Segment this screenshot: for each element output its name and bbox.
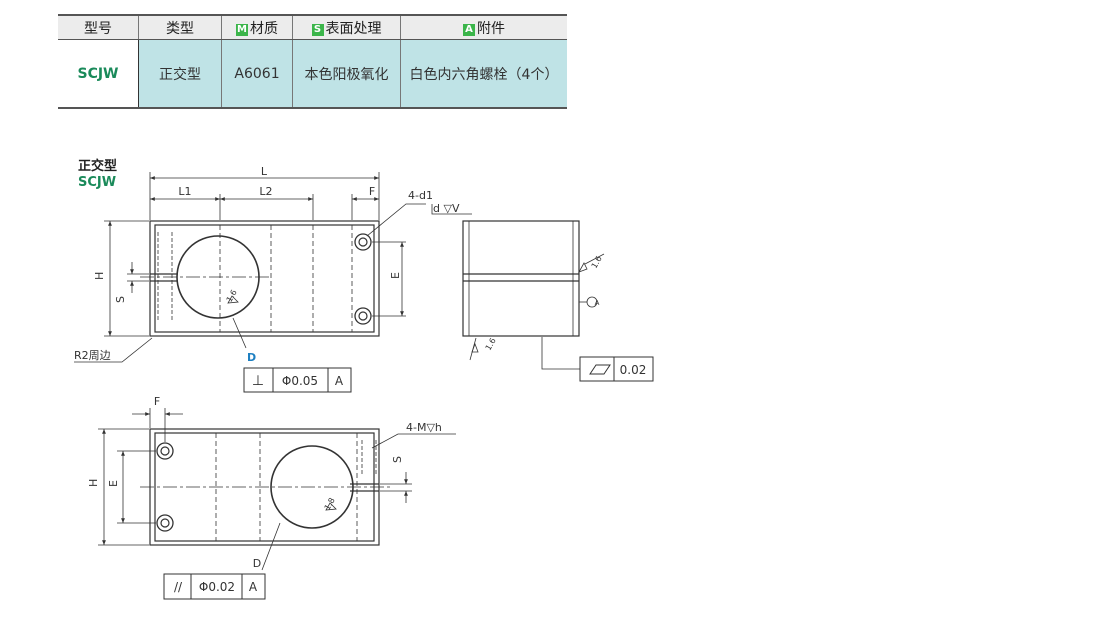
datum-a-label: A xyxy=(595,299,600,307)
drawing-title: 正交型 xyxy=(78,158,117,174)
spec-row: SCJW 正交型 A6061 本色阳极氧化 白色内六角螺栓（4个） xyxy=(58,39,567,109)
side-view xyxy=(462,220,605,370)
dim-L2: L2 xyxy=(259,185,272,198)
bottom-view xyxy=(140,428,390,546)
top-bolt-hole-upper xyxy=(354,233,372,251)
parallelism-value: Φ0.02 xyxy=(199,580,235,594)
roughness-top-icon xyxy=(227,295,239,304)
top-bolt-hole-lower xyxy=(354,307,372,325)
dim-L: L xyxy=(261,165,268,178)
cell-accessory: 白色内六角螺栓（4个） xyxy=(400,39,567,109)
dim-S-top: S xyxy=(114,296,127,303)
r2-edge-label: R2周边 xyxy=(74,349,111,362)
flatness-icon xyxy=(589,364,611,375)
perpendicularity-icon: ⊥ xyxy=(252,373,264,389)
perpendicularity-value: Φ0.05 xyxy=(282,374,318,388)
header-material-label: 材质 xyxy=(250,20,278,37)
perpendicularity-datum: A xyxy=(335,374,344,388)
dim-F-bottom: F xyxy=(154,395,160,408)
top-view xyxy=(140,220,380,337)
dim-H-top: H xyxy=(93,272,106,280)
flatness-frame: 0.02 xyxy=(579,356,654,382)
hole-spec-label: 4-d1 xyxy=(408,189,433,202)
dim-E-bottom: E xyxy=(107,480,120,487)
cell-type: 正交型 xyxy=(138,39,222,109)
header-type: 类型 xyxy=(138,14,222,40)
datum-a-icon xyxy=(586,296,598,308)
material-badge-icon: M xyxy=(236,23,248,36)
header-accessory-label: 附件 xyxy=(477,20,505,37)
cell-material: A6061 xyxy=(221,39,293,109)
surface-badge-icon: S xyxy=(311,23,324,36)
dim-E-top: E xyxy=(389,272,402,279)
hole-depth-label: d ▽V xyxy=(433,202,460,215)
roughness-side-label: 1.6 xyxy=(590,254,604,270)
dim-D-top: D xyxy=(247,351,256,364)
roughness-bottom-label: 1.6 xyxy=(484,336,498,352)
accessory-badge-icon: A xyxy=(463,23,475,36)
header-surface-label: 表面处理 xyxy=(325,20,382,37)
top-view-dimensions xyxy=(74,172,472,363)
dim-D-bottom: D xyxy=(253,557,261,570)
dim-F-top: F xyxy=(369,185,375,198)
drawing-subtitle: SCJW xyxy=(78,175,116,190)
roughness-bore-icon xyxy=(325,502,337,511)
dim-S-bottom: S xyxy=(391,456,404,463)
dim-H-bottom: H xyxy=(87,479,100,487)
parallelism-icon: // xyxy=(174,580,183,594)
bottom-bolt-hole-lower xyxy=(156,514,174,532)
bottom-bolt-hole-upper xyxy=(156,442,174,460)
header-model: 型号 xyxy=(58,14,139,40)
perpendicularity-frame: ⊥ Φ0.05 A xyxy=(243,367,352,393)
dim-L1: L1 xyxy=(178,185,191,198)
flatness-value: 0.02 xyxy=(620,363,647,377)
bottom-view-dimensions xyxy=(98,408,456,571)
parallelism-datum: A xyxy=(249,580,258,594)
thread-spec-label: 4-M▽h xyxy=(406,421,442,434)
parallelism-frame: // Φ0.02 A xyxy=(163,573,266,600)
cell-surface: 本色阳极氧化 xyxy=(292,39,401,109)
cell-model: SCJW xyxy=(58,39,139,109)
